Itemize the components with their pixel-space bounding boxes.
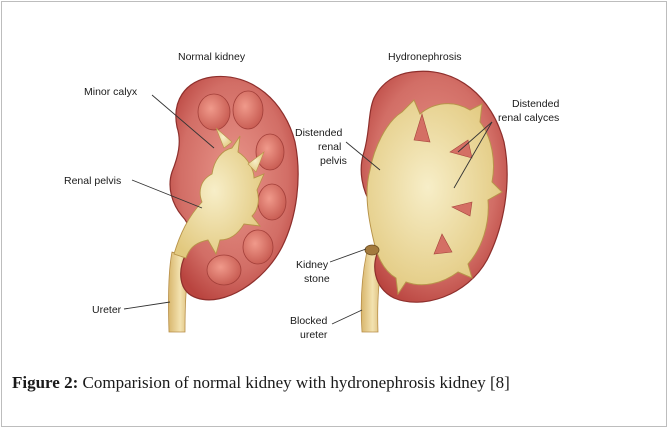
hydronephrosis-title: Hydronephrosis — [388, 51, 462, 63]
kidney-stone-label-2: stone — [304, 273, 330, 285]
distended-calyces-label-1: Distended — [512, 98, 559, 110]
normal-kidney — [168, 76, 298, 332]
renal-pelvis-label: Renal pelvis — [64, 175, 121, 187]
distended-renal-pelvis-label-1: Distended — [295, 127, 342, 139]
kidney-comparison-diagram: Normal kidney Hydronephrosis Minor calyx… — [2, 2, 666, 362]
normal-kidney-title: Normal kidney — [178, 51, 246, 63]
distended-calyces-label-2: renal calyces — [498, 112, 559, 124]
distended-renal-pelvis-label-2: renal — [318, 141, 341, 153]
kidney-stone — [365, 245, 379, 255]
hydronephrosis-kidney — [361, 71, 507, 332]
distended-renal-pelvis-label-3: pelvis — [320, 155, 347, 167]
blocked-ureter-label-2: ureter — [300, 329, 328, 341]
minor-calyx-label: Minor calyx — [84, 86, 138, 98]
blocked-ureter-label-1: Blocked — [290, 315, 328, 327]
kidney-stone-label-1: Kidney — [296, 259, 329, 271]
ureter-label: Ureter — [92, 304, 122, 316]
figure-caption: Figure 2: Comparision of normal kidney w… — [12, 373, 510, 393]
figure-caption-label: Figure 2: — [12, 373, 78, 392]
figure-caption-text: Comparision of normal kidney with hydron… — [78, 373, 510, 392]
